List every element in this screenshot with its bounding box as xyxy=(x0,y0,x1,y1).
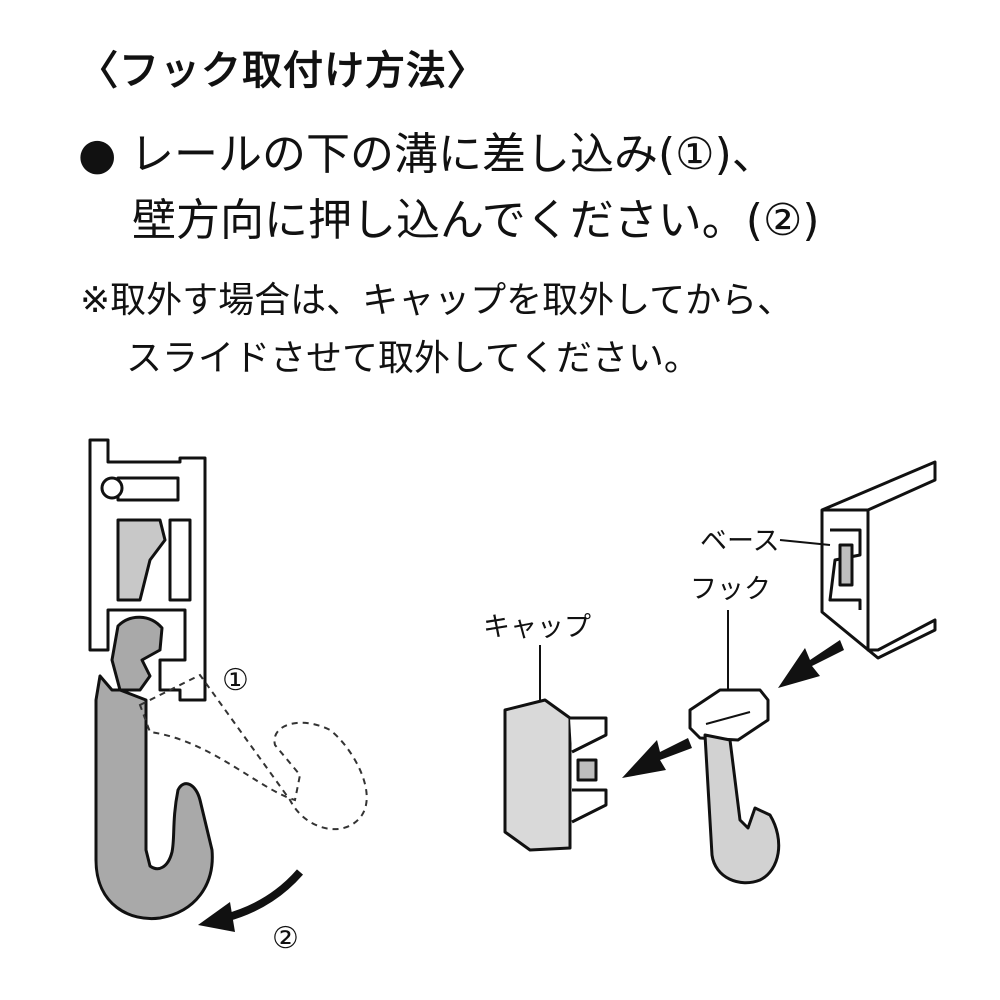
instruction-text: ● レールの下の溝に差し込み(①)、 壁方向に押し込んでください。(②) xyxy=(78,122,820,254)
step-2-label: ② xyxy=(272,921,299,956)
note-line-1: ※取外す場合は、キャップを取外してから、 xyxy=(80,280,794,321)
label-base: ベース xyxy=(700,526,780,557)
label-hook: フック xyxy=(690,574,771,605)
step-1-label: ① xyxy=(222,663,249,698)
instruction-line-1-text: レールの下の溝に差し込み(①)、 xyxy=(130,129,776,180)
hook-dashed-outline xyxy=(138,673,368,831)
instruction-line-1: ● レールの下の溝に差し込み(①)、 xyxy=(78,122,820,188)
cap xyxy=(503,698,608,852)
page-title: 〈フック取付け方法〉 xyxy=(78,48,488,94)
slide-arrow-cap xyxy=(622,738,692,778)
rail-cross-section xyxy=(88,438,207,702)
rotate-arrow xyxy=(198,869,304,932)
note-line-2: スライドさせて取外してください。 xyxy=(126,338,700,379)
slide-arrow-hook xyxy=(778,640,844,688)
hook-solid xyxy=(94,615,214,921)
removal-note: ※取外す場合は、キャップを取外してから、 スライドさせて取外してください。 xyxy=(80,272,793,388)
instruction-line-2: 壁方向に押し込んでください。(②) xyxy=(132,195,820,246)
hook-3d xyxy=(688,688,781,885)
label-cap: キャップ xyxy=(483,612,591,643)
base-leader xyxy=(779,539,831,546)
base-rail xyxy=(820,460,937,660)
bullet-icon: ● xyxy=(78,129,117,180)
